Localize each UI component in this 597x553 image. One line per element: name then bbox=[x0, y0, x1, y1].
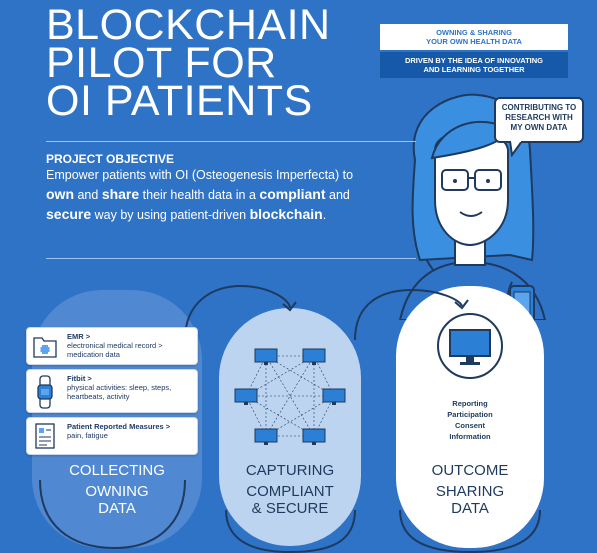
project-objective: PROJECT OBJECTIVE Empower patients with … bbox=[46, 152, 406, 225]
collecting-line-3: DATA bbox=[98, 500, 136, 517]
word-compliant: compliant bbox=[259, 186, 326, 202]
arc-collecting-to-capturing bbox=[184, 284, 291, 341]
outcome-list: Reporting Participation Consent Informat… bbox=[396, 398, 544, 442]
smile-icon bbox=[459, 211, 483, 217]
objective-text-5: way by using patient-driven bbox=[91, 208, 250, 222]
innovating-box: DRIVEN BY THE IDEA OF INNOVATING AND LEA… bbox=[380, 52, 568, 78]
fitbit-card: Fitbit > physical activities: sleep, ste… bbox=[26, 369, 198, 413]
node-computer-icon bbox=[322, 388, 346, 403]
capturing-line-2: COMPLIANT bbox=[246, 483, 334, 500]
fitbit-card-text: Fitbit > physical activities: sleep, ste… bbox=[67, 374, 193, 401]
box1-line-2: YOUR OWN HEALTH DATA bbox=[426, 37, 522, 46]
page-title: BLOCKCHAIN PILOT FOR OI PATIENTS bbox=[46, 1, 376, 125]
objective-text-2: and bbox=[74, 188, 102, 202]
bubble-tail-icon bbox=[508, 141, 524, 157]
prm-title: Patient Reported Measures > bbox=[67, 422, 171, 431]
bubble-line-2: RESEARCH WITH bbox=[505, 113, 573, 122]
emr-card: EMR > electronical medical record > medi… bbox=[26, 327, 198, 365]
prm-line-1: pain, fatigue bbox=[67, 431, 108, 440]
emr-card-text: EMR > electronical medical record > medi… bbox=[67, 332, 193, 359]
arc-collecting-bottom bbox=[39, 479, 186, 550]
arc-capturing-to-outcome bbox=[354, 288, 463, 341]
emr-line-1: electronical medical record > bbox=[67, 341, 163, 350]
objective-text-4: and bbox=[325, 188, 350, 202]
outcome-title: OUTCOME SHARING DATA bbox=[396, 462, 544, 517]
title-line-2: PILOT FOR bbox=[46, 39, 277, 87]
monitor-circle-icon bbox=[437, 313, 503, 379]
node-computer-icon bbox=[302, 428, 326, 443]
arrow-head-1-icon bbox=[282, 301, 297, 312]
word-own: own bbox=[46, 186, 74, 202]
blockchain-network-icon bbox=[234, 348, 346, 445]
speech-bubble: CONTRIBUTING TO RESEARCH WITH MY OWN DAT… bbox=[494, 97, 584, 143]
box1-line-1: OWNING & SHARING bbox=[436, 28, 512, 37]
objective-text-1: Empower patients with OI (Osteogenesis I… bbox=[46, 168, 354, 182]
outcome-line-2: SHARING bbox=[435, 483, 505, 500]
objective-text-3: their health data in a bbox=[139, 188, 260, 202]
box2-line-2: AND LEARNING TOGETHER bbox=[423, 65, 525, 74]
owning-sharing-box: OWNING & SHARING YOUR OWN HEALTH DATA bbox=[380, 24, 568, 50]
arrow-head-2-icon bbox=[454, 299, 469, 310]
glasses-left-icon bbox=[441, 169, 469, 191]
objective-heading: PROJECT OBJECTIVE bbox=[46, 152, 175, 166]
bubble-line-3: MY OWN DATA bbox=[510, 123, 568, 132]
title-line-1: BLOCKCHAIN bbox=[46, 1, 331, 49]
arc-outcome-bottom bbox=[399, 509, 541, 553]
bubble-line-1: CONTRIBUTING TO bbox=[501, 103, 577, 112]
capturing-title: CAPTURING COMPLIANT & SECURE bbox=[219, 462, 361, 517]
monitor-icon bbox=[449, 329, 491, 357]
arc-capturing-bottom bbox=[225, 509, 356, 553]
collecting-line-1: COLLECTING bbox=[69, 462, 165, 479]
fitbit-line-1: physical activities: sleep, steps, bbox=[67, 383, 172, 392]
outcome-consent: Consent bbox=[455, 421, 485, 430]
word-share: share bbox=[101, 186, 140, 202]
outcome-participation: Participation bbox=[447, 410, 493, 419]
divider-bottom bbox=[46, 258, 416, 259]
node-computer-icon bbox=[254, 348, 278, 363]
fitbit-watch-icon bbox=[37, 375, 53, 409]
node-computer-icon bbox=[234, 388, 258, 403]
capturing-line-1: CAPTURING bbox=[245, 462, 335, 479]
capturing-line-3: & SECURE bbox=[251, 500, 329, 517]
fitbit-line-2: heartbeats, activity bbox=[67, 392, 130, 401]
prm-card-text: Patient Reported Measures > pain, fatigu… bbox=[67, 422, 193, 440]
outcome-line-3: DATA bbox=[451, 500, 489, 517]
outcome-reporting: Reporting bbox=[452, 399, 488, 408]
collecting-title: COLLECTING OWNING DATA bbox=[32, 462, 202, 517]
outcome-line-1: OUTCOME bbox=[431, 462, 509, 479]
box2-line-1: DRIVEN BY THE IDEA OF INNOVATING bbox=[404, 56, 544, 65]
emr-title: EMR > bbox=[67, 332, 91, 341]
document-checklist-icon bbox=[35, 423, 55, 449]
capturing-pill: CAPTURING COMPLIANT & SECURE bbox=[219, 308, 361, 546]
prm-card: Patient Reported Measures > pain, fatigu… bbox=[26, 417, 198, 455]
objective-text: Empower patients with OI (Osteogenesis I… bbox=[46, 166, 406, 225]
node-computer-icon bbox=[302, 348, 326, 363]
node-computer-icon bbox=[254, 428, 278, 443]
word-blockchain: blockchain bbox=[249, 206, 323, 222]
collecting-line-2: OWNING bbox=[85, 483, 149, 500]
emr-line-2: medication data bbox=[67, 350, 120, 359]
objective-text-6: . bbox=[322, 208, 327, 222]
title-line-3: OI PATIENTS bbox=[46, 77, 313, 125]
fitbit-title: Fitbit > bbox=[67, 374, 92, 383]
divider-top bbox=[46, 141, 416, 142]
flow-arcs bbox=[39, 284, 541, 553]
glasses-right-icon bbox=[474, 169, 502, 191]
eye-right-icon bbox=[486, 179, 490, 183]
outcome-information: Information bbox=[449, 432, 491, 441]
medical-folder-icon bbox=[33, 337, 57, 358]
word-secure: secure bbox=[46, 206, 92, 222]
eye-left-icon bbox=[453, 179, 457, 183]
